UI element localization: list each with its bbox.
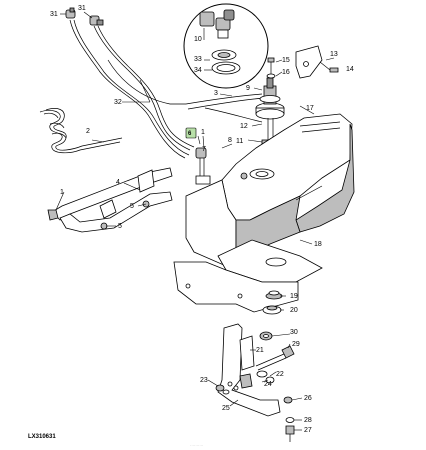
- callout-33: 33: [194, 56, 202, 63]
- callout-22: 22: [276, 371, 284, 378]
- callout-26: 26: [304, 395, 312, 402]
- grommets-19-20: [262, 290, 283, 315]
- callout-24: 24: [264, 381, 272, 388]
- mounting-bracket-13: [295, 45, 339, 79]
- callout-11: 11: [236, 138, 243, 145]
- callout-1b: 1: [201, 129, 205, 136]
- fuel-tank: [185, 113, 355, 267]
- coiled-breather-hose: [39, 108, 123, 154]
- callout-18: 18: [314, 241, 322, 248]
- callout-7: 7: [202, 146, 206, 153]
- tank-mount-bracket: [173, 261, 299, 313]
- figure-reference-id: LX310631: [28, 434, 56, 440]
- filter-fitting: [185, 127, 211, 185]
- nut-30: [259, 331, 273, 341]
- callout-32: 32: [114, 99, 122, 106]
- callout-14: 14: [346, 66, 354, 73]
- callout-19: 19: [290, 293, 298, 300]
- hardware-15-16: [266, 57, 276, 79]
- callout-1: 1: [60, 189, 64, 196]
- callout-13: 13: [330, 51, 338, 58]
- support-bracket-25: [217, 323, 281, 417]
- callout-5a: 5: [130, 203, 134, 210]
- detail-inset-circle: [183, 3, 269, 89]
- callout-28: 28: [304, 417, 312, 424]
- callout-20: 20: [290, 307, 298, 314]
- bolt-29: [255, 345, 295, 371]
- hardware-22-24: [215, 370, 275, 395]
- callout-30: 30: [290, 329, 298, 336]
- callout-3: 3: [214, 90, 218, 97]
- callout-6: 6: [188, 131, 192, 137]
- leader-lines: [55, 11, 335, 431]
- callout-9: 9: [246, 85, 250, 92]
- callout-23: 23: [200, 377, 208, 384]
- callout-15: 15: [282, 57, 290, 64]
- callout-34: 34: [194, 67, 202, 74]
- callout-25: 25: [222, 405, 230, 412]
- callout-2: 2: [86, 128, 90, 135]
- callout-17: 17: [306, 105, 314, 112]
- callout-21: 21: [256, 347, 264, 354]
- callout-5b: 5: [118, 223, 122, 230]
- fuel-lines: [65, 7, 265, 159]
- callout-10: 10: [194, 36, 202, 43]
- callout-31a: 31: [50, 11, 58, 18]
- watermark: ··········: [190, 443, 203, 448]
- callout-27: 27: [304, 427, 312, 434]
- callout-31b: 31: [78, 5, 86, 12]
- bracket-plate-21: [239, 335, 255, 371]
- frame-rails: [47, 167, 173, 233]
- callout-8: 8: [228, 137, 232, 144]
- callout-4: 4: [116, 179, 120, 186]
- callout-12: 12: [240, 123, 248, 130]
- callout-6-highlight: [185, 127, 197, 139]
- hardware-26-28: [283, 396, 295, 442]
- callout-16: 16: [282, 69, 290, 76]
- callout-labels: 31 31 10 33 34 15 16 13 14 3 9 32 17 12 …: [50, 5, 354, 434]
- callout-29: 29: [292, 341, 300, 348]
